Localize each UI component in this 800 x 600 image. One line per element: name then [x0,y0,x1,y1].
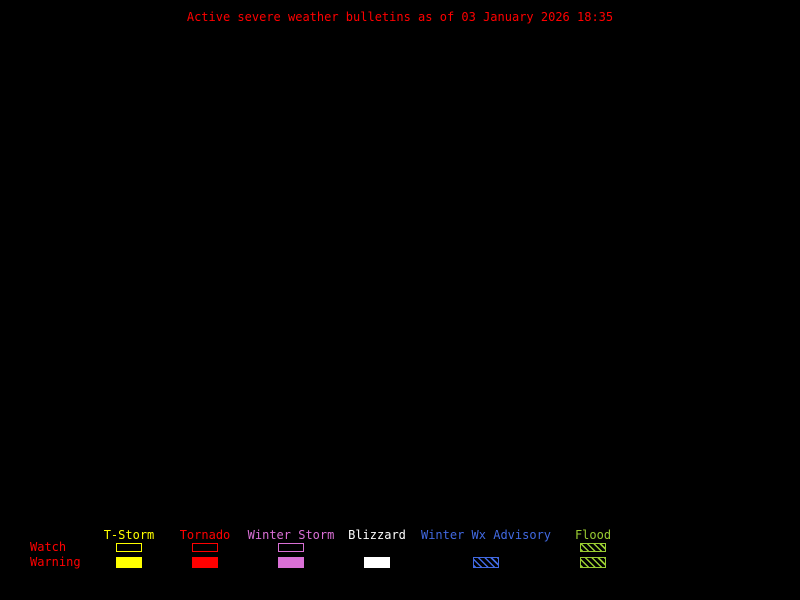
tornado-label: Tornado [179,528,231,542]
winter-storm-watch-swatch [278,543,304,552]
legend-warning-row-label: Warning [30,555,81,569]
tstorm-watch-swatch [116,543,142,552]
blizzard-label: Blizzard [348,528,406,542]
tstorm-label: T-Storm [103,528,155,542]
tornado-watch-swatch [192,543,218,552]
page-title: Active severe weather bulletins as of 03… [186,10,614,24]
flood-warning-swatch [580,557,606,568]
tornado-warning-swatch [192,557,218,568]
blizzard-warning-swatch [364,557,390,568]
winter-storm-label: Winter Storm [247,528,335,542]
winter-wx-advisory-label: Winter Wx Advisory [420,528,552,542]
flood-label: Flood [574,528,612,542]
tstorm-warning-swatch [116,557,142,568]
winter-wx-advisory-warning-swatch [473,557,499,568]
legend: Watch Warning T-Storm Tornado Winter Sto… [0,529,800,571]
legend-watch-row-label: Watch [30,540,67,554]
flood-watch-swatch [580,543,606,552]
winter-storm-warning-swatch [278,557,304,568]
